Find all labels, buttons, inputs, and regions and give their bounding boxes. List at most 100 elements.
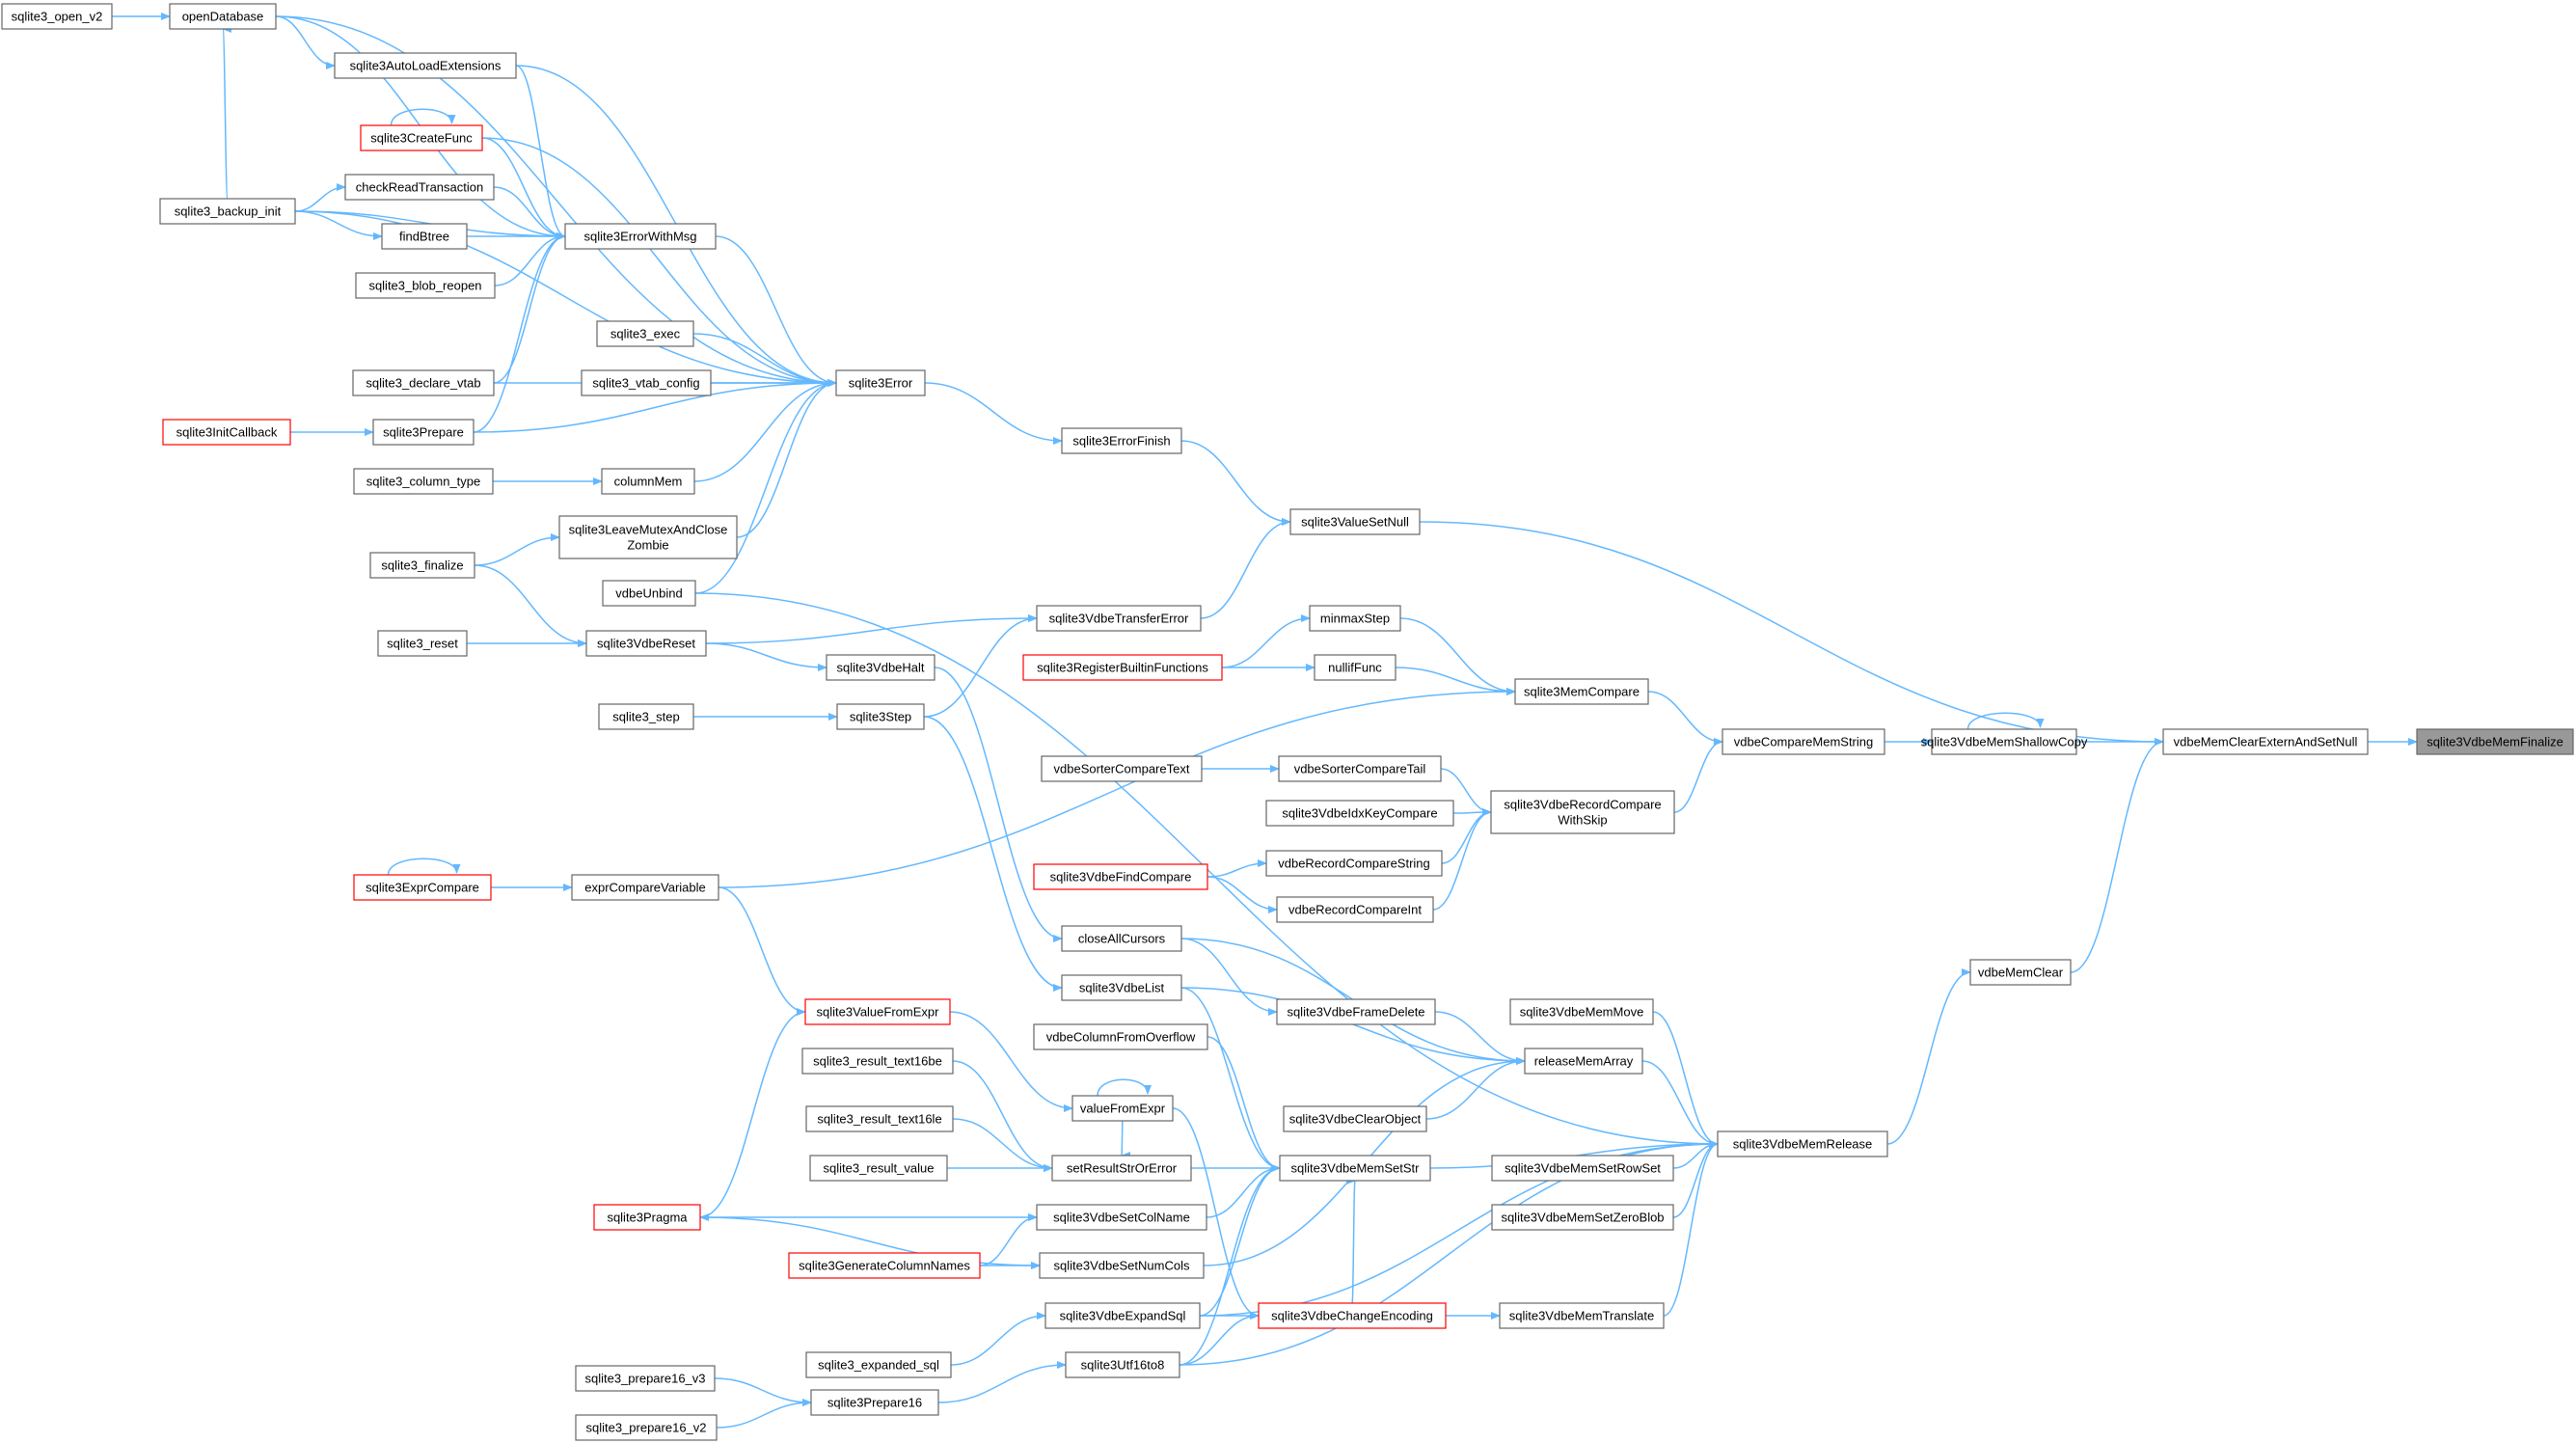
graph-node-openDatabase[interactable]: openDatabase: [169, 3, 277, 30]
graph-node-nullifFunc[interactable]: nullifFunc: [1314, 654, 1396, 681]
node-box: [596, 320, 694, 347]
graph-node-setResultStrOrError[interactable]: setResultStrOrError: [1051, 1155, 1192, 1182]
graph-node-releaseMemArray[interactable]: releaseMemArray: [1524, 1048, 1643, 1075]
node-label: sqlite3AutoLoadExtensions: [350, 59, 502, 73]
node-label: sqlite3VdbeMemSetRowSet: [1505, 1161, 1661, 1176]
call-edge-sqlite3Prepare16-to-sqlite3Utf16to8: [937, 1361, 1067, 1403]
graph-node-sqlite3VdbeFrameDelete[interactable]: sqlite3VdbeFrameDelete: [1276, 998, 1436, 1025]
node-label: sqlite3VdbeMemSetStr: [1291, 1161, 1421, 1176]
node-label: sqlite3Utf16to8: [1081, 1358, 1165, 1373]
graph-node-vdbeCompareMemString[interactable]: vdbeCompareMemString: [1722, 728, 1885, 755]
graph-node-vdbeSorterCompareText[interactable]: vdbeSorterCompareText: [1041, 755, 1203, 782]
graph-node-sqlite3VdbeHalt[interactable]: sqlite3VdbeHalt: [826, 654, 935, 681]
graph-node-sqlite3_blob_reopen[interactable]: sqlite3_blob_reopen: [355, 272, 496, 299]
graph-node-sqlite3VdbeTransferError[interactable]: sqlite3VdbeTransferError: [1036, 605, 1202, 632]
graph-node-sqlite3_result_text16be[interactable]: sqlite3_result_text16be: [801, 1048, 954, 1075]
graph-node-vdbeColumnFromOverflow[interactable]: vdbeColumnFromOverflow: [1033, 1023, 1208, 1050]
graph-node-sqlite3ValueSetNull[interactable]: sqlite3ValueSetNull: [1289, 508, 1421, 535]
graph-node-sqlite3Error[interactable]: sqlite3Error: [835, 369, 926, 396]
graph-node-sqlite3VdbeChangeEncoding[interactable]: sqlite3VdbeChangeEncoding: [1258, 1302, 1447, 1329]
graph-node-sqlite3Prepare[interactable]: sqlite3Prepare: [372, 419, 475, 446]
node-label: sqlite3VdbeExpandSql: [1060, 1309, 1186, 1323]
graph-node-sqlite3VdbeMemSetZeroBlob[interactable]: sqlite3VdbeMemSetZeroBlob: [1491, 1204, 1674, 1231]
graph-node-sqlite3_open_v2[interactable]: sqlite3_open_v2: [1, 3, 113, 30]
graph-node-vdbeRecordCompareString[interactable]: vdbeRecordCompareString: [1265, 850, 1443, 877]
node-box: [575, 1365, 716, 1392]
node-label: sqlite3RegisterBuiltinFunctions: [1037, 661, 1208, 675]
graph-node-vdbeMemClear[interactable]: vdbeMemClear: [1969, 959, 2072, 986]
graph-node-sqlite3VdbeMemSetStr[interactable]: sqlite3VdbeMemSetStr: [1279, 1155, 1431, 1182]
graph-node-sqlite3GenerateColumnNames[interactable]: sqlite3GenerateColumnNames: [788, 1252, 981, 1279]
graph-node-sqlite3_expanded_sql[interactable]: sqlite3_expanded_sql: [805, 1351, 952, 1378]
call-edge-checkReadTransaction-to-sqlite3ErrorWithMsg: [493, 186, 566, 240]
graph-node-columnMem[interactable]: columnMem: [601, 468, 695, 495]
graph-node-sqlite3ErrorFinish[interactable]: sqlite3ErrorFinish: [1061, 427, 1182, 454]
node-box: [1065, 1351, 1180, 1378]
graph-node-valueFromExpr[interactable]: valueFromExpr: [1071, 1095, 1174, 1122]
graph-node-sqlite3VdbeReset[interactable]: sqlite3VdbeReset: [585, 630, 707, 657]
call-edge-columnMem-to-sqlite3Error: [693, 379, 837, 482]
node-layer: sqlite3_open_v2 openDatabase sqlite3AutoLo…: [1, 3, 2574, 1441]
call-edge-sqlite3VdbeFindCompare-to-vdbeRecordCompareInt: [1207, 876, 1278, 913]
graph-node-sqlite3ValueFromExpr[interactable]: sqlite3ValueFromExpr: [804, 998, 951, 1025]
graph-node-closeAllCursors[interactable]: closeAllCursors: [1061, 925, 1182, 952]
graph-node-sqlite3VdbeMemTranslate[interactable]: sqlite3VdbeMemTranslate: [1499, 1302, 1665, 1329]
call-edge-sqlite3Pragma-to-sqlite3VdbeSetNumCols: [699, 1216, 1041, 1269]
node-label: sqlite3_prepare16_v3: [584, 1372, 705, 1386]
graph-node-sqlite3ErrorWithMsg[interactable]: sqlite3ErrorWithMsg: [564, 223, 717, 250]
graph-node-vdbeSorterCompareTail[interactable]: vdbeSorterCompareTail: [1278, 755, 1442, 782]
graph-node-sqlite3ExprCompare[interactable]: sqlite3ExprCompare: [353, 874, 492, 901]
node-box: [1524, 1048, 1643, 1075]
call-edge-sqlite3_finalize-to-sqlite3LeaveMutexAndCloseZombie: [474, 533, 560, 566]
call-edge-sqlite3ValueFromExpr-to-sqlite3Pragma: [699, 1011, 806, 1221]
graph-node-minmaxStep[interactable]: minmaxStep: [1309, 605, 1401, 632]
graph-node-sqlite3Pragma[interactable]: sqlite3Pragma: [593, 1204, 701, 1231]
graph-node-sqlite3VdbeList[interactable]: sqlite3VdbeList: [1061, 974, 1182, 1001]
graph-node-sqlite3_prepare16_v2[interactable]: sqlite3_prepare16_v2: [575, 1414, 718, 1441]
graph-node-sqlite3MemCompare[interactable]: sqlite3MemCompare: [1514, 678, 1649, 705]
graph-node-sqlite3VdbeIdxKeyCompare[interactable]: sqlite3VdbeIdxKeyCompare: [1265, 800, 1454, 827]
call-edge-sqlite3VdbeExpandSql-to-sqlite3VdbeMemSetStr: [1199, 1164, 1281, 1317]
graph-node-sqlite3VdbeClearObject[interactable]: sqlite3VdbeClearObject: [1283, 1105, 1427, 1132]
graph-node-findBtree[interactable]: findBtree: [381, 223, 468, 250]
graph-node-sqlite3_vtab_config[interactable]: sqlite3_vtab_config: [581, 369, 712, 396]
graph-node-sqlite3_column_type[interactable]: sqlite3_column_type: [353, 468, 494, 495]
node-label: sqlite3_blob_reopen: [368, 279, 481, 293]
graph-node-sqlite3VdbeExpandSql[interactable]: sqlite3VdbeExpandSql: [1044, 1302, 1201, 1329]
graph-node-sqlite3_reset[interactable]: sqlite3_reset: [377, 630, 468, 657]
node-label: releaseMemArray: [1534, 1054, 1634, 1069]
graph-node-sqlite3Step[interactable]: sqlite3Step: [836, 703, 925, 730]
graph-node-sqlite3VdbeMemMove[interactable]: sqlite3VdbeMemMove: [1509, 998, 1654, 1025]
graph-node-sqlite3_finalize[interactable]: sqlite3_finalize: [369, 552, 475, 579]
graph-node-vdbeUnbind[interactable]: vdbeUnbind: [602, 580, 696, 607]
graph-node-sqlite3VdbeMemRelease[interactable]: sqlite3VdbeMemRelease: [1717, 1130, 1888, 1157]
graph-node-sqlite3AutoLoadExtensions[interactable]: sqlite3AutoLoadExtensions: [334, 52, 517, 79]
graph-node-sqlite3VdbeSetNumCols[interactable]: sqlite3VdbeSetNumCols: [1039, 1252, 1205, 1279]
graph-node-sqlite3VdbeMemFinalize[interactable]: sqlite3VdbeMemFinalize: [2416, 728, 2574, 755]
graph-node-sqlite3_backup_init[interactable]: sqlite3_backup_init: [159, 198, 296, 225]
graph-node-sqlite3CreateFunc[interactable]: sqlite3CreateFunc: [360, 124, 483, 151]
graph-node-exprCompareVariable[interactable]: exprCompareVariable: [571, 874, 719, 901]
graph-node-sqlite3Prepare16[interactable]: sqlite3Prepare16: [810, 1389, 939, 1416]
graph-node-sqlite3VdbeFindCompare[interactable]: sqlite3VdbeFindCompare: [1033, 863, 1208, 890]
graph-node-sqlite3Utf16to8[interactable]: sqlite3Utf16to8: [1065, 1351, 1180, 1378]
graph-node-sqlite3_result_text16le[interactable]: sqlite3_result_text16le: [805, 1105, 954, 1132]
graph-node-sqlite3_result_value[interactable]: sqlite3_result_value: [809, 1155, 948, 1182]
graph-node-vdbeMemClearExternAndSetNull[interactable]: vdbeMemClearExternAndSetNull: [2162, 728, 2369, 755]
graph-node-sqlite3_exec[interactable]: sqlite3_exec: [596, 320, 694, 347]
graph-node-sqlite3VdbeSetColName[interactable]: sqlite3VdbeSetColName: [1036, 1204, 1207, 1231]
graph-node-sqlite3VdbeMemSetRowSet[interactable]: sqlite3VdbeMemSetRowSet: [1491, 1155, 1674, 1182]
graph-node-sqlite3InitCallback[interactable]: sqlite3InitCallback: [162, 419, 291, 446]
node-box: [805, 1351, 952, 1378]
graph-node-sqlite3VdbeMemShallowCopy[interactable]: sqlite3VdbeMemShallowCopy: [1921, 728, 2088, 755]
graph-node-sqlite3_declare_vtab[interactable]: sqlite3_declare_vtab: [352, 369, 495, 396]
graph-node-sqlite3_step[interactable]: sqlite3_step: [598, 703, 694, 730]
node-box: [1969, 959, 2072, 986]
graph-node-sqlite3_prepare16_v3[interactable]: sqlite3_prepare16_v3: [575, 1365, 716, 1392]
graph-node-checkReadTransaction[interactable]: checkReadTransaction: [344, 174, 495, 201]
graph-node-vdbeRecordCompareInt[interactable]: vdbeRecordCompareInt: [1276, 896, 1434, 923]
graph-node-sqlite3RegisterBuiltinFunctions[interactable]: sqlite3RegisterBuiltinFunctions: [1022, 654, 1223, 681]
node-label: vdbeMemClear: [1978, 966, 2064, 980]
